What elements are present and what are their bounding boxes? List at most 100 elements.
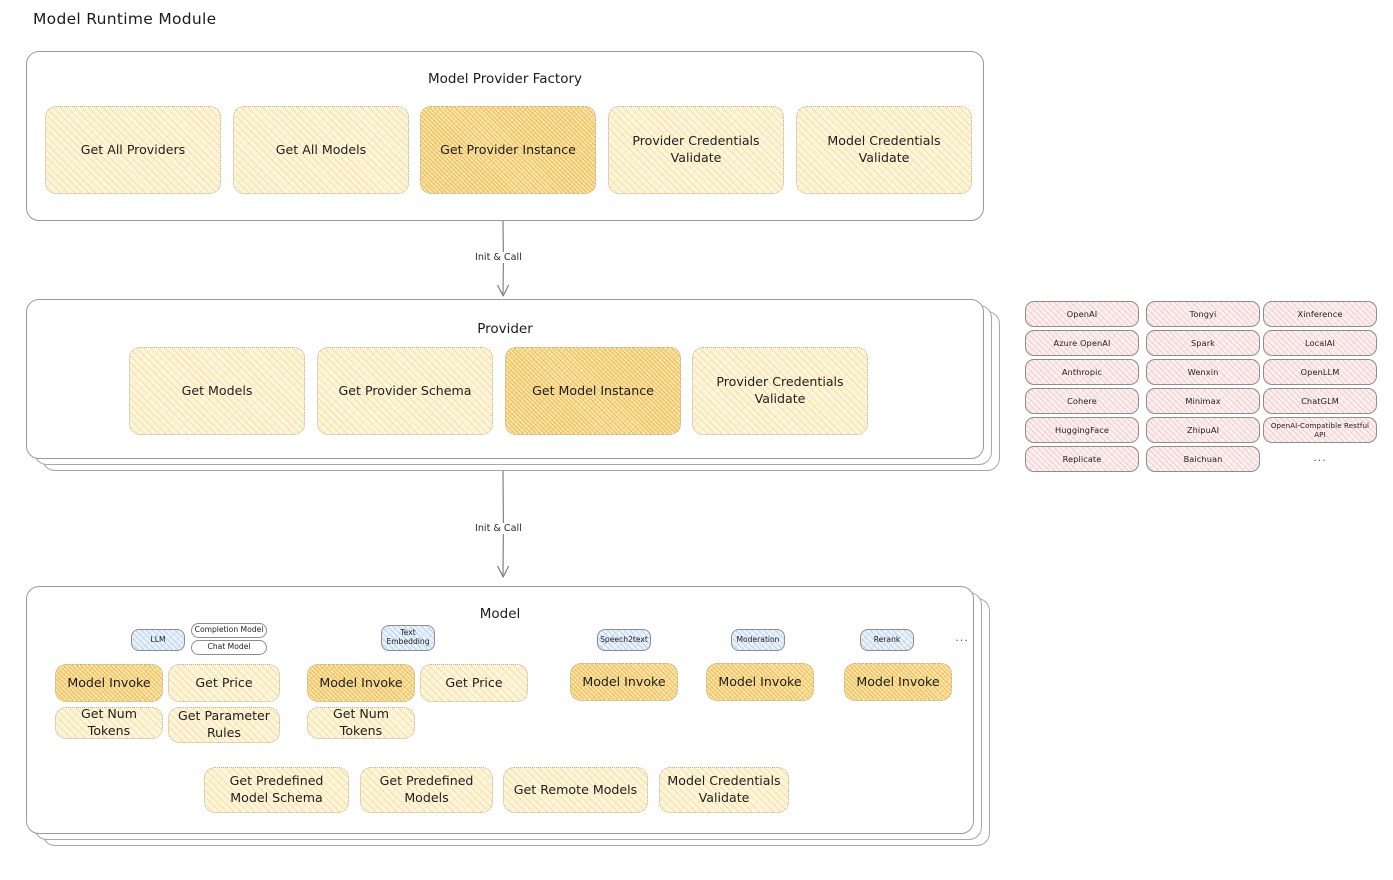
provider-list-more: ... — [1313, 451, 1327, 464]
provider-chip-openai[interactable]: OpenAI — [1025, 301, 1139, 327]
model-moderation-box-model-invoke[interactable]: Model Invoke — [706, 663, 814, 701]
model-badge-rerank[interactable]: Rerank — [860, 629, 914, 651]
model-badge-text-embedding[interactable]: Text Embedding — [381, 625, 435, 651]
model-badge-label: Speech2text — [600, 634, 648, 644]
provider-box-provider-credentials-validate[interactable]: Provider Credentials Validate — [692, 347, 868, 435]
provider-box-get-models[interactable]: Get Models — [129, 347, 305, 435]
provider-panel: Provider Get Models Get Provider Schema … — [26, 299, 984, 459]
provider-chip-xinference[interactable]: Xinference — [1263, 301, 1377, 327]
provider-chip-label: Anthropic — [1061, 367, 1103, 377]
provider-chip-label: Minimax — [1185, 396, 1221, 406]
provider-chip-label: OpenAI — [1066, 309, 1098, 319]
model-rerank-box-model-invoke[interactable]: Model Invoke — [844, 663, 952, 701]
provider-chip-label: HuggingFace — [1054, 425, 1109, 435]
provider-chip-label: Cohere — [1067, 396, 1097, 406]
provider-chip-azure-openai[interactable]: Azure OpenAI — [1025, 330, 1139, 356]
provider-chip-openllm[interactable]: OpenLLM — [1263, 359, 1377, 385]
model-sub-badge-completion-model[interactable]: Completion Model — [191, 623, 267, 638]
provider-chip-label: Tongyi — [1189, 309, 1217, 319]
model-speech2text-box-model-invoke[interactable]: Model Invoke — [570, 663, 678, 701]
provider-chip-wenxin[interactable]: Wenxin — [1146, 359, 1260, 385]
provider-chip-cohere[interactable]: Cohere — [1025, 388, 1139, 414]
model-box-label: Model Invoke — [582, 673, 666, 689]
provider-chip-label: ChatGLM — [1301, 396, 1339, 406]
provider-chip-minimax[interactable]: Minimax — [1146, 388, 1260, 414]
model-box-label: Get Parameter Rules — [178, 708, 270, 740]
provider-chip-label: Baichuan — [1183, 454, 1223, 464]
model-box-label: Get Predefined Model Schema — [229, 773, 324, 805]
model-text-embedding-box-model-invoke[interactable]: Model Invoke — [307, 664, 415, 702]
model-box-label: Model Invoke — [718, 673, 802, 689]
model-box-label: Get Num Tokens — [80, 706, 138, 738]
model-common-box-model-credentials-validate[interactable]: Model Credentials Validate — [659, 767, 789, 813]
model-box-label: Get Predefined Models — [379, 773, 474, 805]
model-sub-badge-label: Completion Model — [194, 625, 264, 635]
factory-box-label: Get All Providers — [80, 141, 186, 157]
factory-box-model-credentials-validate[interactable]: Model Credentials Validate — [796, 106, 972, 194]
model-badge-moderation[interactable]: Moderation — [731, 629, 785, 651]
model-provider-factory-title: Model Provider Factory — [427, 71, 582, 87]
provider-chip-label: Azure OpenAI — [1053, 338, 1111, 348]
model-box-label: Get Price — [195, 674, 253, 690]
model-box-label: Get Remote Models — [513, 781, 638, 797]
model-common-box-get-predefined-models[interactable]: Get Predefined Models — [360, 767, 493, 813]
provider-box-label: Get Models — [181, 382, 253, 398]
provider-chip-label: ZhipuAI — [1186, 425, 1220, 435]
provider-chip-label: Spark — [1190, 338, 1216, 348]
provider-chip-openai-compatible-restful-api[interactable]: OpenAI-Compatible Restful API — [1263, 417, 1377, 443]
provider-box-label: Provider Credentials Validate — [716, 374, 844, 406]
model-panel: Model LLM Completion Model Chat Model Mo… — [26, 586, 974, 834]
model-llm-box-model-invoke[interactable]: Model Invoke — [55, 664, 163, 702]
provider-chip-spark[interactable]: Spark — [1146, 330, 1260, 356]
model-badge-label: Rerank — [873, 634, 901, 644]
model-llm-box-get-num-tokens[interactable]: Get Num Tokens — [55, 706, 163, 739]
provider-chip-localai[interactable]: LocalAI — [1263, 330, 1377, 356]
provider-box-label: Get Model Instance — [532, 382, 654, 398]
model-text-embedding-box-get-price[interactable]: Get Price — [420, 664, 528, 702]
factory-box-label: Get All Models — [275, 141, 367, 157]
factory-box-get-all-models[interactable]: Get All Models — [233, 106, 409, 194]
provider-chip-baichuan[interactable]: Baichuan — [1146, 446, 1260, 472]
model-sub-badge-chat-model[interactable]: Chat Model — [191, 640, 267, 655]
provider-chip-chatglm[interactable]: ChatGLM — [1263, 388, 1377, 414]
model-box-label: Model Invoke — [67, 674, 151, 690]
model-provider-factory-panel: Model Provider Factory Get All Providers… — [26, 51, 984, 221]
provider-chip-tongyi[interactable]: Tongyi — [1146, 301, 1260, 327]
model-badge-llm[interactable]: LLM — [131, 629, 185, 651]
model-badge-label: LLM — [150, 634, 166, 644]
model-box-label: Get Price — [445, 674, 503, 690]
factory-box-get-provider-instance[interactable]: Get Provider Instance — [420, 106, 596, 194]
model-llm-box-get-price[interactable]: Get Price — [168, 664, 280, 702]
provider-chip-label: Xinference — [1297, 309, 1343, 319]
provider-box-get-provider-schema[interactable]: Get Provider Schema — [317, 347, 493, 435]
model-badge-speech2text[interactable]: Speech2text — [597, 629, 651, 651]
model-box-label: Model Invoke — [319, 674, 403, 690]
provider-chip-label: OpenLLM — [1300, 367, 1340, 377]
model-title: Model — [479, 606, 521, 622]
model-llm-box-get-parameter-rules[interactable]: Get Parameter Rules — [168, 707, 280, 743]
provider-chip-anthropic[interactable]: Anthropic — [1025, 359, 1139, 385]
page-title: Model Runtime Module — [33, 10, 217, 28]
model-text-embedding-box-get-num-tokens[interactable]: Get Num Tokens — [307, 706, 415, 739]
model-groups-more: ... — [955, 631, 969, 644]
provider-chip-zhipuai[interactable]: ZhipuAI — [1146, 417, 1260, 443]
connector-label-init-and-call-2: Init & Call — [472, 523, 525, 534]
model-badge-label: Text Embedding — [386, 628, 430, 646]
factory-box-label: Get Provider Instance — [440, 141, 576, 157]
connector-label-init-and-call-1: Init & Call — [472, 252, 525, 263]
model-common-box-get-remote-models[interactable]: Get Remote Models — [503, 767, 648, 813]
factory-box-provider-credentials-validate[interactable]: Provider Credentials Validate — [608, 106, 784, 194]
factory-box-get-all-providers[interactable]: Get All Providers — [45, 106, 221, 194]
provider-box-label: Get Provider Schema — [338, 382, 472, 398]
model-box-label: Model Invoke — [856, 673, 940, 689]
provider-chip-label: Replicate — [1062, 454, 1102, 464]
factory-box-label: Model Credentials Validate — [827, 133, 941, 165]
provider-chip-label: OpenAI-Compatible Restful API — [1270, 421, 1370, 439]
provider-box-get-model-instance[interactable]: Get Model Instance — [505, 347, 681, 435]
provider-chip-label: LocalAI — [1305, 338, 1335, 348]
provider-chip-huggingface[interactable]: HuggingFace — [1025, 417, 1139, 443]
model-common-box-get-predefined-model-schema[interactable]: Get Predefined Model Schema — [204, 767, 349, 813]
model-box-label: Model Credentials Validate — [667, 773, 781, 805]
model-box-label: Get Num Tokens — [332, 706, 390, 738]
provider-chip-replicate[interactable]: Replicate — [1025, 446, 1139, 472]
